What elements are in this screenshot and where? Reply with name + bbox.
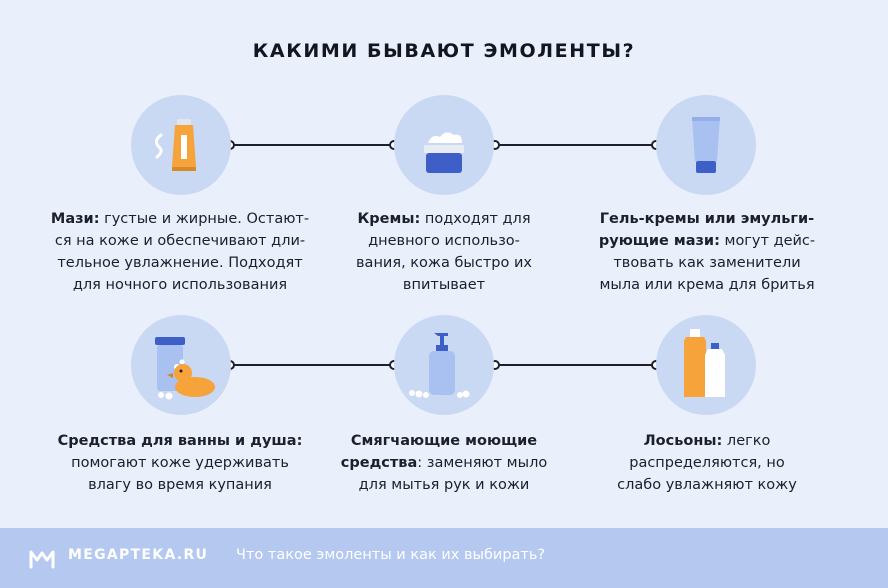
- connector-line: [495, 364, 656, 366]
- item-circle: [394, 95, 494, 195]
- item-circle: [131, 315, 231, 415]
- item-name: Средства для ванны и душа:: [57, 433, 303, 449]
- connector-line: [495, 144, 656, 146]
- item-circle: [656, 95, 756, 195]
- item-name: Лосьоны:: [643, 433, 723, 449]
- item-circle: [131, 95, 231, 195]
- desc-line: впитывает: [402, 277, 486, 293]
- page-title: КАКИМИ БЫВАЮТ ЭМОЛЕНТЫ?: [252, 40, 636, 62]
- connector-line: [232, 144, 393, 146]
- desc-line: тельное увлажнение. Подходят: [57, 255, 303, 271]
- desc-line: для мытья рук и кожи: [358, 477, 530, 493]
- desc-line: : заменяют мыло: [417, 455, 548, 471]
- desc-line: распределяются, но: [629, 455, 785, 471]
- desc-line: дневного использо-: [368, 233, 520, 249]
- item-circle: [394, 315, 494, 415]
- item-name: Мази:: [50, 211, 100, 227]
- item-name: рующие мази:: [598, 233, 720, 249]
- desc-line: помогают коже удерживать: [71, 455, 289, 471]
- item-description: Лосьоны: легко распределяются, но слабо …: [557, 430, 857, 496]
- megapteka-logo-icon[interactable]: [28, 545, 56, 575]
- item-description: Смягчающие моющие средства: заменяют мыл…: [294, 430, 594, 496]
- item-description: Средства для ванны и душа: помогают коже…: [30, 430, 330, 496]
- item-description: Гель-кремы или эмульги- рующие мази: мог…: [557, 208, 857, 296]
- brand-name[interactable]: MEGAPTEKA.RU: [68, 547, 209, 563]
- connector-line: [232, 364, 393, 366]
- item-circle: [656, 315, 756, 415]
- item-description: Мази: густые и жирные. Остают- ся на кож…: [30, 208, 330, 296]
- item-description: Кремы: подходят для дневного использо- в…: [294, 208, 594, 296]
- desc-line: легко: [726, 433, 771, 449]
- footer-bar: MEGAPTEKA.RU Что такое эмоленты и как их…: [0, 528, 888, 588]
- desc-line: слабо увлажняют кожу: [617, 477, 797, 493]
- desc-line: твовать как заменители: [613, 255, 801, 271]
- desc-line: густые и жирные. Остают-: [104, 211, 310, 227]
- desc-line: для ночного использования: [72, 277, 288, 293]
- desc-line: вания, кожа быстро их: [356, 255, 532, 271]
- item-name: Гель-кремы или эмульги-: [599, 211, 815, 227]
- desc-line: ся на коже и обеспечивают дли-: [54, 233, 306, 249]
- item-name: средства: [340, 455, 418, 471]
- desc-line: мыла или крема для бритья: [599, 277, 815, 293]
- desc-line: могут дейс-: [724, 233, 816, 249]
- item-name: Смягчающие моющие: [350, 433, 538, 449]
- desc-line: подходят для: [424, 211, 531, 227]
- footer-caption: Что такое эмоленты и как их выбирать?: [236, 547, 546, 563]
- desc-line: влагу во время купания: [88, 477, 272, 493]
- item-name: Кремы:: [357, 211, 421, 227]
